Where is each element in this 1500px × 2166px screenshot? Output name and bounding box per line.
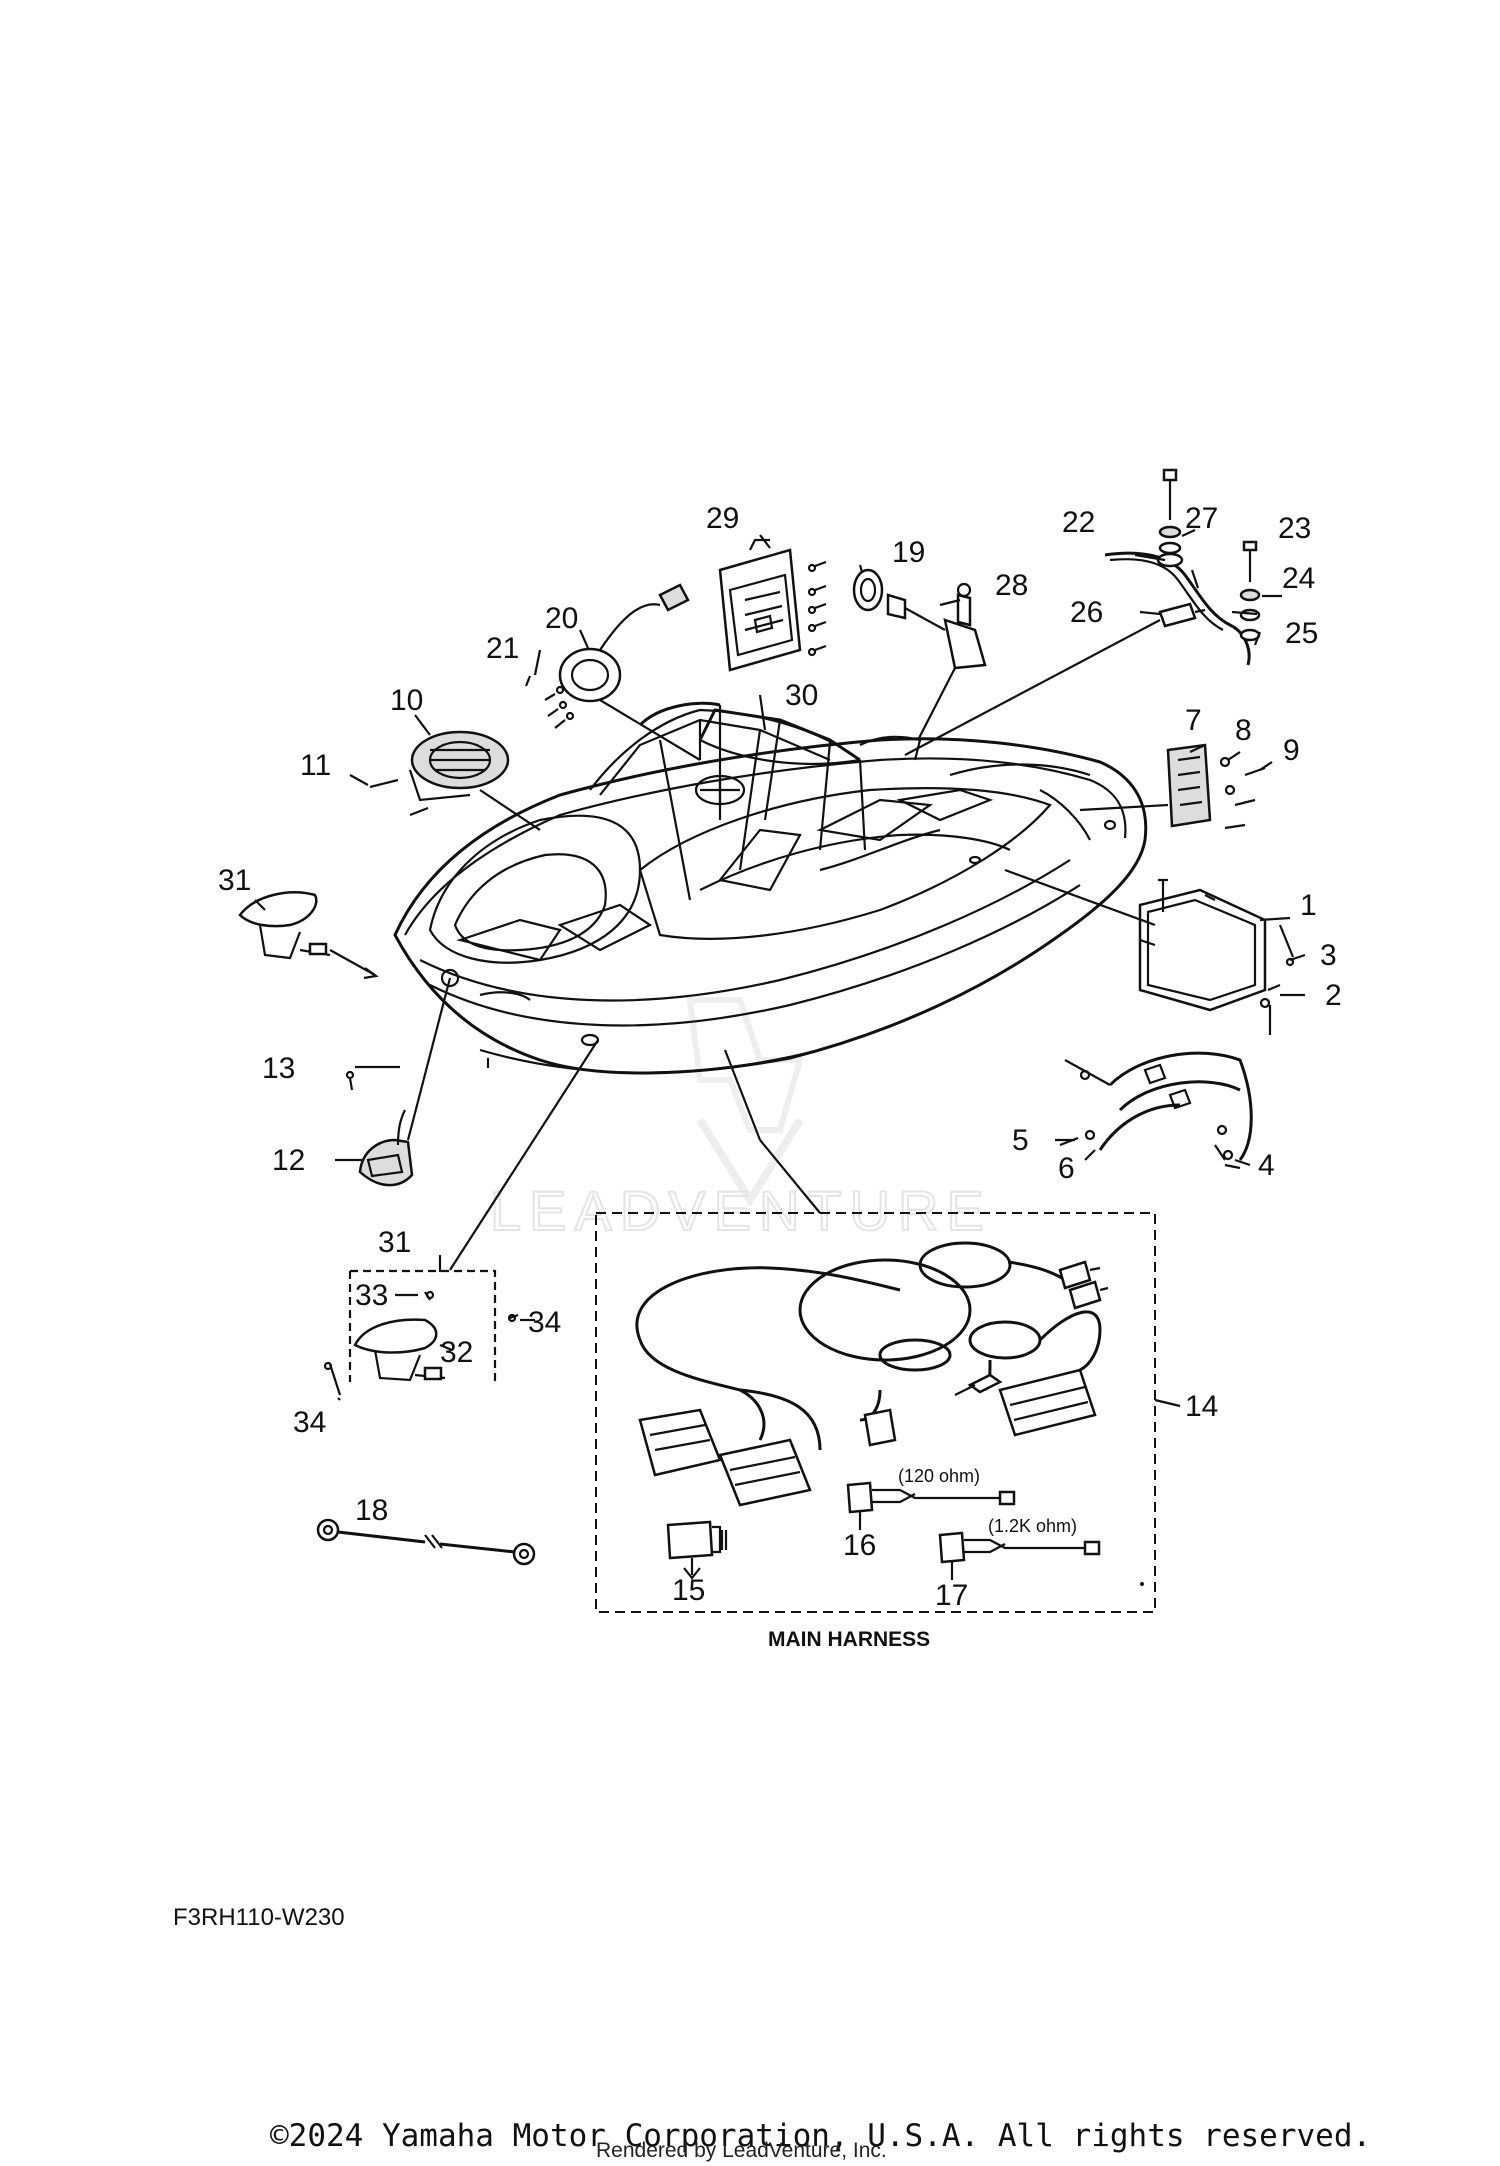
- callout-34-left: 34: [293, 1406, 326, 1439]
- callout-34-right: 34: [528, 1306, 561, 1339]
- rendered-by-notice: Rendered by LeadVenture, Inc.: [596, 2139, 887, 2162]
- callout-25: 25: [1285, 617, 1318, 650]
- boat-hull: [393, 701, 1148, 1075]
- part-18-cable: [316, 1518, 536, 1566]
- part-20-speaker-ring: [524, 583, 701, 761]
- callout-24: 24: [1282, 562, 1315, 595]
- callout-19: 19: [892, 536, 925, 569]
- callout-28: 28: [995, 569, 1028, 602]
- part-27-bolt-set: [1156, 468, 1200, 589]
- callout-2: 2: [1325, 979, 1342, 1012]
- callout-leaders: [254, 529, 1306, 1401]
- callout-31-group: 31: [378, 1226, 411, 1259]
- callout-numbers: 1 2 3 4 5 6 7 8 9 10 11 12 13 14 15 16 1…: [218, 502, 1342, 1612]
- part-10-speaker: [369, 730, 541, 831]
- part-4-bracket: [1059, 1051, 1253, 1170]
- callout-17: 17: [935, 1579, 968, 1612]
- part-12-bow-light: [345, 977, 452, 1187]
- leader-30: [758, 694, 767, 731]
- callout-21: 21: [486, 632, 519, 665]
- callout-14: 14: [1185, 1390, 1218, 1423]
- resistor-16-label: (120 ohm): [898, 1466, 980, 1486]
- part-7-switch-panel: [1079, 743, 1266, 830]
- part-14-main-harness: [635, 1241, 1144, 1586]
- callout-13: 13: [262, 1052, 295, 1085]
- callout-6: 6: [1058, 1152, 1075, 1185]
- callout-11: 11: [300, 749, 331, 782]
- callout-16: 16: [843, 1529, 876, 1562]
- callout-32: 32: [440, 1336, 473, 1369]
- harness-title: MAIN HARNESS: [768, 1628, 930, 1651]
- callout-15: 15: [672, 1574, 705, 1607]
- callout-10: 10: [390, 684, 423, 717]
- part-19-ring: [852, 568, 884, 612]
- part-22-rail: [1104, 551, 1251, 666]
- leader-22: [904, 619, 1161, 756]
- part-28-sensor: [886, 582, 987, 741]
- callout-27: 27: [1185, 502, 1218, 535]
- callout-12: 12: [272, 1144, 305, 1177]
- leader-14: [1154, 1398, 1181, 1408]
- callout-3: 3: [1320, 939, 1337, 972]
- callout-8: 8: [1235, 714, 1252, 747]
- part-23-25-bolt-set: [1239, 540, 1261, 642]
- callout-26: 26: [1070, 596, 1103, 629]
- harness-box: [595, 1212, 1156, 1613]
- leader-14-top2: [723, 1049, 762, 1141]
- watermark-logo: [686, 997, 804, 1208]
- part-29-display-unit: [718, 538, 827, 672]
- callout-5: 5: [1012, 1124, 1029, 1157]
- callout-31-top: 31: [218, 864, 251, 897]
- callout-22: 22: [1062, 506, 1095, 539]
- part-31-nav-light-top: [238, 891, 379, 980]
- callout-33: 33: [355, 1279, 388, 1312]
- part-31-light-assembly: [323, 1039, 599, 1396]
- diagram-code: F3RH110-W230: [173, 1904, 345, 1931]
- callout-29: 29: [706, 502, 739, 535]
- resistor-17-label: (1.2K ohm): [988, 1516, 1077, 1536]
- callout-23: 23: [1278, 512, 1311, 545]
- callout-9: 9: [1283, 734, 1300, 767]
- callout-20: 20: [545, 602, 578, 635]
- callout-18: 18: [355, 1494, 388, 1527]
- callout-30: 30: [785, 679, 818, 712]
- copyright-notice: ©2024 Yamaha Motor Corporation, U.S.A. A…: [270, 2118, 1372, 2154]
- watermark-text: LEADVENTURE: [490, 1179, 992, 1242]
- callout-1: 1: [1300, 889, 1317, 922]
- part-1-control-unit: [1004, 868, 1295, 1035]
- callout-4: 4: [1258, 1149, 1275, 1182]
- callout-7: 7: [1185, 704, 1202, 737]
- leader-14-top: [759, 1139, 821, 1214]
